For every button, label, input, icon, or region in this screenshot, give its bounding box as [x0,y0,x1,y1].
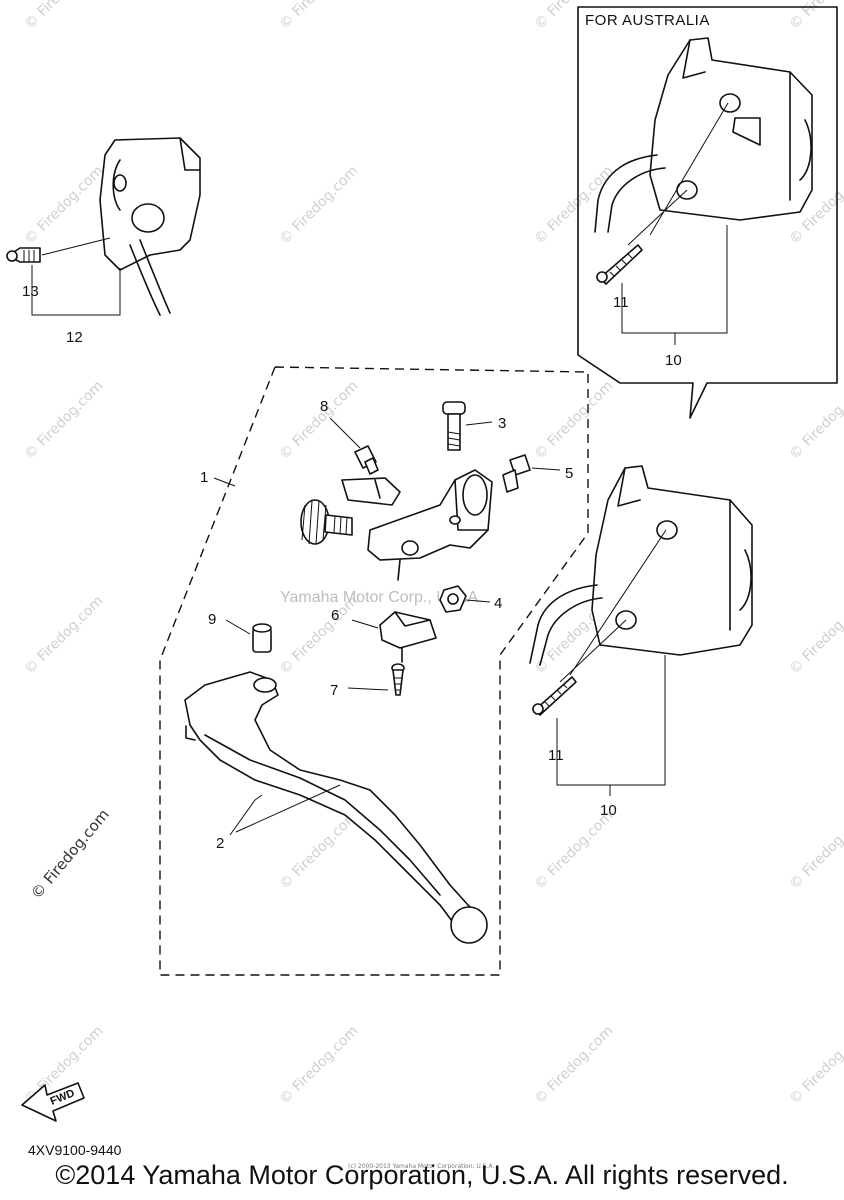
lever-2: 2 [184,671,488,944]
watermark: © Firedog.com [277,0,362,33]
watermark: © Firedog.com [277,808,362,893]
watermark: © Firedog.com [277,1023,362,1108]
watermark: © Firedog.com [22,378,107,463]
callout-5: 5 [565,465,573,482]
callout-6: 6 [331,607,339,624]
watermark: © Firedog.com [787,0,844,33]
fwd-arrow-icon: FWD [21,1082,85,1122]
left-switch-12: 13 12 [6,137,201,346]
callout-2: 2 [216,835,224,852]
callout-9: 9 [208,611,216,628]
callout-8: 8 [320,398,328,415]
screw-7: 7 [330,663,405,699]
australia-inset: FOR AUSTRALIA [577,6,838,419]
watermark: © Firedog.com [787,378,844,463]
watermark: © Firedog.com [787,593,844,678]
part-code: 4XV9100-9440 [28,1142,122,1158]
callout-1: 1 [200,469,208,486]
watermark: © Firedog.com [532,1023,617,1108]
watermark: © Firedog.com [22,593,107,678]
callout-11: 11 [613,294,629,311]
watermark: © Firedog.com [532,808,617,893]
callout-4: 4 [494,595,502,612]
copyright: ©2014 Yamaha Motor Corporation, U.S.A. A… [55,1160,789,1190]
watermark: © Firedog.com [532,378,617,463]
watermark: © Firedog.com [532,163,617,248]
watermark-corp: Yamaha Motor Corp., U.S.A. [280,589,482,606]
watermark: © Firedog.com [787,1023,844,1108]
watermark: © Firedog.com [277,163,362,248]
callout-11: 11 [548,747,564,764]
callout-10: 10 [600,802,617,819]
watermark: © Firedog.com [787,808,844,893]
watermark-dark: © Firedog.com [27,806,112,903]
switch-housing-inset: 11 10 [594,37,813,369]
switch-housing-right: 11 10 [529,465,753,819]
callout-12: 12 [66,329,83,346]
watermark: © Firedog.com [277,378,362,463]
nut-4: 4 [439,585,502,613]
lever-assembly-outline: 1 [159,366,589,976]
callout-7: 7 [330,682,338,699]
screw-5: 5 [502,454,573,493]
callout-13: 13 [22,283,39,300]
adjuster-knob [300,499,353,545]
watermark: © Firedog.com [22,0,107,33]
screw-8: 8 [320,398,379,475]
callout-3: 3 [498,415,506,432]
callout-10: 10 [665,352,682,369]
inset-title: FOR AUSTRALIA [585,12,710,29]
collar-9: 9 [208,611,272,653]
bolt-3: 3 [442,401,506,451]
watermark: © Firedog.com [22,163,107,248]
small-copyright: (c) 2000-2013 Yamaha Motor Corporation, … [348,1163,495,1170]
lever-holder [341,469,493,581]
switch-6: 6 [331,607,437,663]
